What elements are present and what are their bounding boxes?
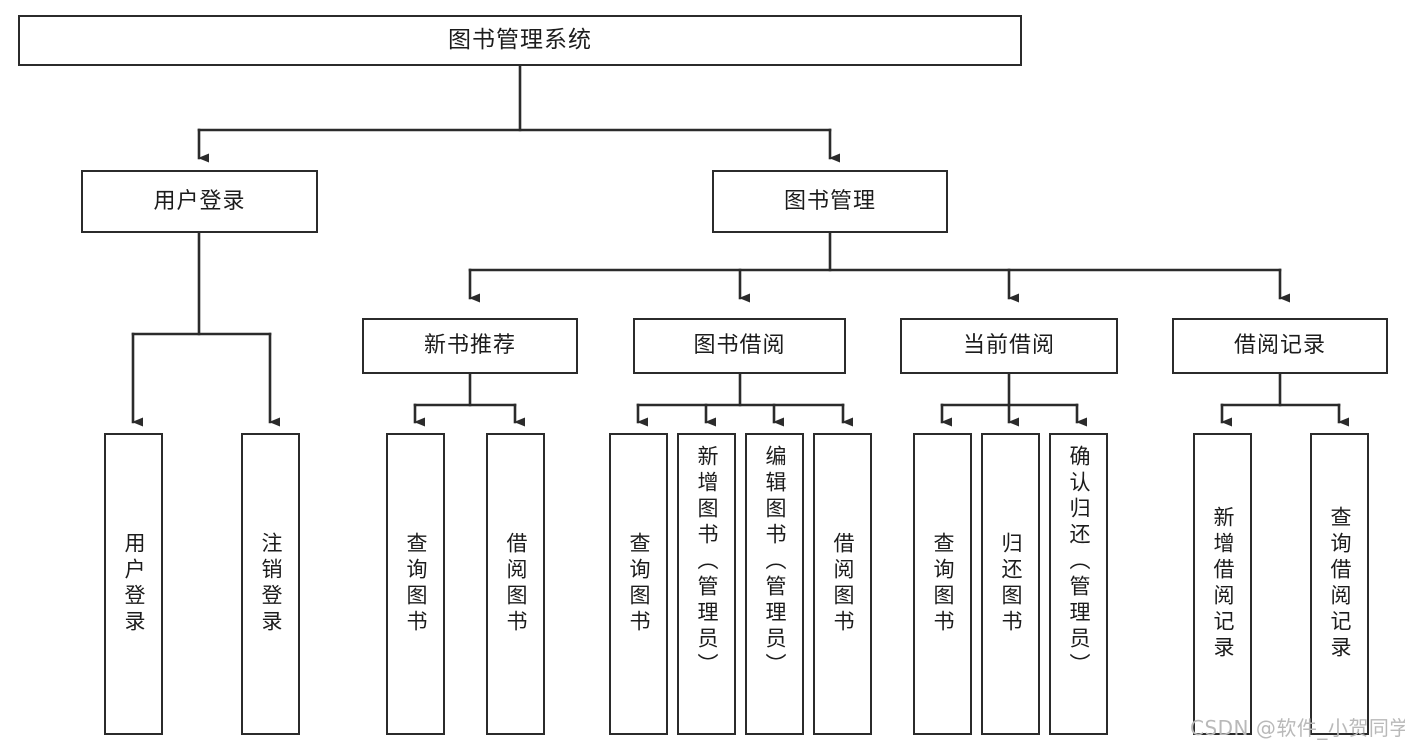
leaf-query-book-current[interactable]: 查询图书	[913, 433, 972, 735]
node-current-borrow[interactable]: 当前借阅	[900, 318, 1118, 374]
leaf-user-login[interactable]: 用户登录	[104, 433, 163, 735]
leaf-add-borrow-record[interactable]: 新增借阅记录	[1193, 433, 1252, 735]
node-label: 当前借阅	[962, 333, 1055, 359]
node-label: 用户登录	[153, 188, 246, 214]
leaf-return-book[interactable]: 归还图书	[981, 433, 1040, 735]
node-label: 注销登录	[259, 532, 283, 636]
leaf-edit-book-admin[interactable]: 编辑图书（管理员）	[745, 433, 804, 735]
leaf-add-book-admin[interactable]: 新增图书（管理员）	[677, 433, 736, 735]
node-label: 借阅图书	[831, 532, 855, 636]
node-label: 查询图书	[404, 532, 428, 636]
leaf-query-book-borrow[interactable]: 查询图书	[609, 433, 668, 735]
node-label: 查询图书	[627, 532, 651, 636]
node-label: 新增图书（管理员）	[695, 445, 719, 679]
node-book-borrow[interactable]: 图书借阅	[633, 318, 846, 374]
node-label: 新书推荐	[423, 333, 516, 359]
node-label: 借阅记录	[1233, 333, 1326, 359]
node-label: 图书管理系统	[448, 26, 592, 53]
node-label: 用户登录	[122, 532, 146, 636]
node-label: 确认归还（管理员）	[1067, 445, 1091, 679]
leaf-logout-login[interactable]: 注销登录	[241, 433, 300, 735]
node-root-book-management-system[interactable]: 图书管理系统	[18, 15, 1022, 66]
leaf-borrow-book[interactable]: 借阅图书	[813, 433, 872, 735]
leaf-query-borrow-record[interactable]: 查询借阅记录	[1310, 433, 1369, 735]
leaf-query-book-recommend[interactable]: 查询图书	[386, 433, 445, 735]
node-label: 新增借阅记录	[1211, 506, 1235, 662]
watermark-text: CSDN @软件_小贺同学	[1190, 716, 1405, 740]
node-label: 图书管理	[783, 188, 876, 214]
node-borrow-record[interactable]: 借阅记录	[1172, 318, 1388, 374]
leaf-confirm-return-admin[interactable]: 确认归还（管理员）	[1049, 433, 1108, 735]
node-label: 编辑图书（管理员）	[763, 445, 787, 679]
node-book-management[interactable]: 图书管理	[712, 170, 948, 233]
node-label: 查询借阅记录	[1328, 506, 1352, 662]
node-label: 查询图书	[931, 532, 955, 636]
node-user-login[interactable]: 用户登录	[81, 170, 318, 233]
node-label: 归还图书	[999, 532, 1023, 636]
leaf-borrow-book-recommend[interactable]: 借阅图书	[486, 433, 545, 735]
node-label: 借阅图书	[504, 532, 528, 636]
node-label: 图书借阅	[693, 333, 786, 359]
node-new-book-recommend[interactable]: 新书推荐	[362, 318, 578, 374]
